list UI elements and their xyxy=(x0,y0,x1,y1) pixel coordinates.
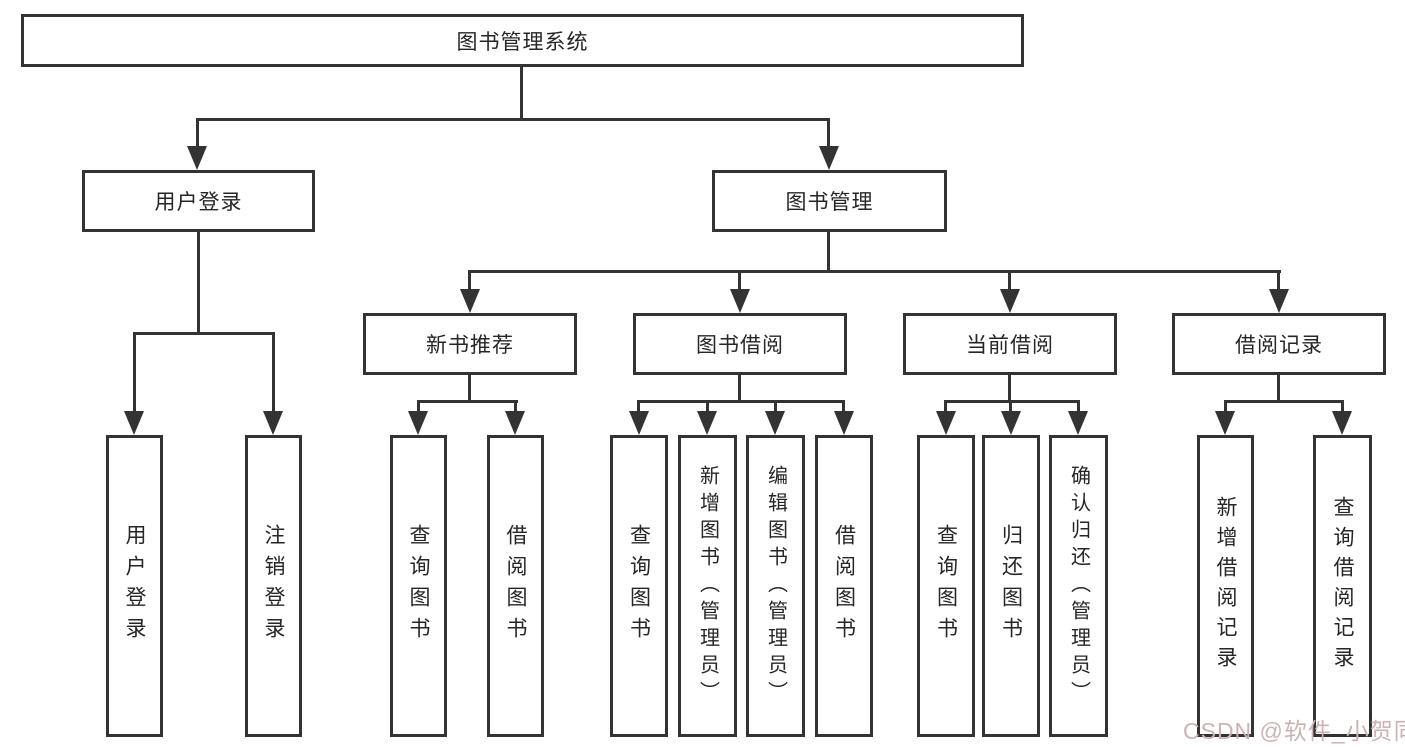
connector-hline xyxy=(196,118,830,121)
arrow-down-icon xyxy=(1215,411,1235,435)
arrow-down-icon xyxy=(1001,411,1021,435)
connector-vline xyxy=(1009,400,1012,413)
arrow-down-icon xyxy=(187,146,207,170)
connector-vline xyxy=(706,400,709,413)
arrow-down-icon xyxy=(765,411,785,435)
connector-vline xyxy=(1277,375,1280,402)
connector-vline xyxy=(1077,400,1080,413)
arrow-down-icon xyxy=(1068,411,1088,435)
connector-hline xyxy=(417,400,518,403)
connector-vline xyxy=(944,400,947,413)
arrow-down-icon xyxy=(408,411,428,435)
leaf-query-books-3: 查询图书 xyxy=(917,435,975,737)
arrow-down-icon xyxy=(697,411,717,435)
connector-vline xyxy=(196,118,199,150)
arrow-down-icon xyxy=(505,411,525,435)
connector-vline xyxy=(272,332,275,413)
arrow-down-icon xyxy=(263,411,283,435)
node-book-borrowing: 图书借阅 xyxy=(633,313,847,375)
connector-vline xyxy=(738,270,741,291)
connector-hline xyxy=(637,400,845,403)
arrow-down-icon xyxy=(819,146,839,170)
leaf-logout: 注销登录 xyxy=(245,435,302,737)
connector-vline xyxy=(133,332,136,413)
leaf-add-borrow-record: 新增借阅记录 xyxy=(1197,435,1254,737)
connector-vline xyxy=(738,375,741,402)
leaf-edit-books-admin: 编辑图书（管理员） xyxy=(746,435,805,737)
leaf-borrow-books-2: 借阅图书 xyxy=(815,435,873,737)
connector-hline xyxy=(133,332,275,335)
connector-hline xyxy=(1224,400,1344,403)
node-user-login: 用户登录 xyxy=(82,170,315,232)
connector-vline xyxy=(197,232,200,334)
arrow-down-icon xyxy=(1332,411,1352,435)
connector-hline xyxy=(468,270,1281,273)
arrow-down-icon xyxy=(936,411,956,435)
arrow-down-icon xyxy=(124,411,144,435)
connector-vline xyxy=(827,232,830,272)
csdn-watermark: CSDN @软件_小贺同学 xyxy=(1183,718,1405,744)
connector-vline xyxy=(468,270,471,291)
connector-vline xyxy=(774,400,777,413)
connector-vline xyxy=(842,400,845,413)
connector-vline xyxy=(1008,270,1011,291)
arrow-down-icon xyxy=(1269,289,1289,313)
arrow-down-icon xyxy=(1000,289,1020,313)
leaf-query-books-2: 查询图书 xyxy=(610,435,668,737)
leaf-add-books-admin: 新增图书（管理员） xyxy=(678,435,737,737)
leaf-borrow-books-1: 借阅图书 xyxy=(487,435,544,737)
connector-vline xyxy=(468,375,471,402)
node-book-management: 图书管理 xyxy=(712,170,947,232)
node-current-borrowing: 当前借阅 xyxy=(903,313,1117,375)
leaf-query-borrow-record: 查询借阅记录 xyxy=(1313,435,1372,737)
connector-vline xyxy=(637,400,640,413)
connector-vline xyxy=(1341,400,1344,413)
connector-vline xyxy=(417,400,420,413)
connector-vline xyxy=(1277,270,1280,291)
node-root-system: 图书管理系统 xyxy=(21,14,1024,67)
arrow-down-icon xyxy=(834,411,854,435)
connector-hline xyxy=(944,400,1080,403)
leaf-user-login: 用户登录 xyxy=(106,435,163,737)
arrow-down-icon xyxy=(629,411,649,435)
connector-vline xyxy=(1224,400,1227,413)
node-new-book-recommend: 新书推荐 xyxy=(363,313,577,375)
arrow-down-icon xyxy=(730,289,750,313)
arrow-down-icon xyxy=(460,289,480,313)
connector-vline xyxy=(1008,375,1011,402)
leaf-return-books: 归还图书 xyxy=(982,435,1040,737)
connector-vline xyxy=(827,118,830,150)
node-borrow-records: 借阅记录 xyxy=(1172,313,1386,375)
leaf-query-books-1: 查询图书 xyxy=(390,435,447,737)
connector-vline xyxy=(520,66,523,120)
connector-vline xyxy=(514,400,517,413)
leaf-confirm-return-admin: 确认归还（管理员） xyxy=(1049,435,1108,737)
